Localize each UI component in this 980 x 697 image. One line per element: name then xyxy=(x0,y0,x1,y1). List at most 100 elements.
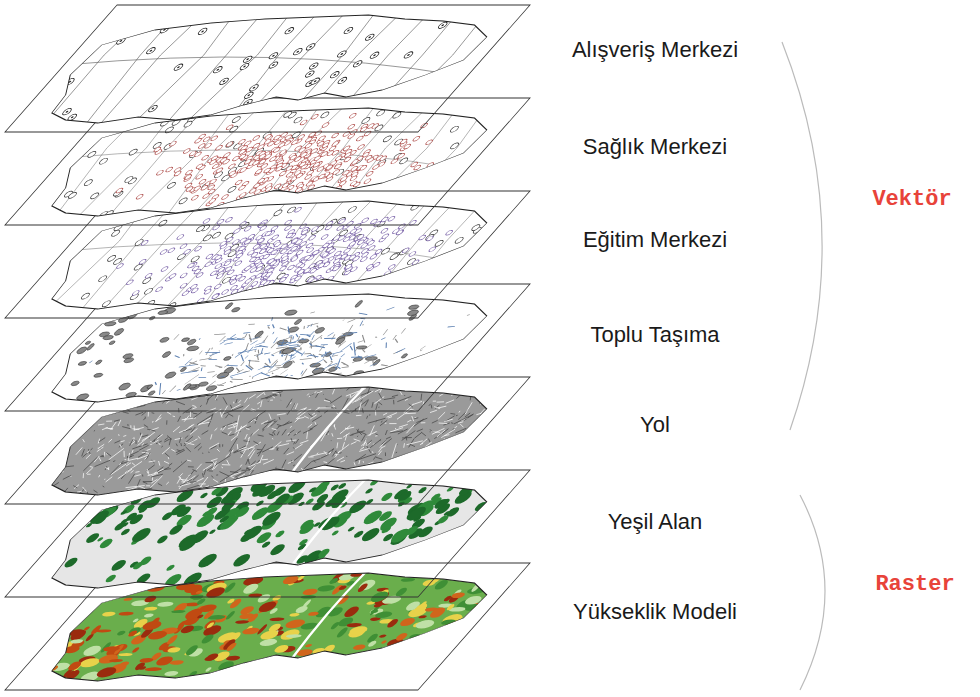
road-line xyxy=(124,459,126,460)
elevation-patch xyxy=(100,612,117,617)
elevation-patch xyxy=(351,645,367,650)
elevation-patch xyxy=(117,653,134,656)
road-line xyxy=(378,407,380,408)
facility-point xyxy=(89,193,100,199)
coastline xyxy=(28,201,506,309)
facility-point xyxy=(224,217,233,222)
transit-line xyxy=(362,324,363,325)
road-line xyxy=(240,426,246,429)
road-line xyxy=(191,469,199,471)
facility-point xyxy=(348,241,357,246)
green-patch xyxy=(127,514,146,524)
road-line xyxy=(84,494,91,502)
district-line xyxy=(263,191,381,318)
facility-point xyxy=(159,250,168,255)
elevation-patch xyxy=(165,635,180,644)
transit-line xyxy=(272,337,278,343)
transit-line xyxy=(214,333,225,335)
green-patch xyxy=(143,497,163,508)
road-line xyxy=(310,415,317,419)
road-line xyxy=(245,428,251,429)
green-patch xyxy=(174,506,194,517)
green-patch xyxy=(119,510,128,515)
transit-line xyxy=(330,334,336,339)
road-line xyxy=(270,400,273,401)
map-content xyxy=(28,294,506,402)
elevation-patch xyxy=(143,667,163,671)
road-line xyxy=(253,420,258,421)
facility-point xyxy=(319,112,330,118)
road-line xyxy=(175,477,183,484)
facility-point xyxy=(348,255,357,260)
road-line xyxy=(278,444,289,447)
facility-point xyxy=(336,217,347,223)
road-line xyxy=(129,458,138,460)
land xyxy=(28,573,506,681)
road-line xyxy=(176,437,184,443)
green-patch xyxy=(104,575,118,583)
road-line xyxy=(404,404,414,413)
facility-point xyxy=(387,265,396,270)
road-line xyxy=(340,425,350,433)
elevation-patch xyxy=(61,646,82,653)
road-line xyxy=(193,478,203,483)
facility-point xyxy=(226,186,237,192)
road-line xyxy=(193,475,199,480)
transit-line xyxy=(207,381,216,388)
transit-line xyxy=(243,371,250,372)
elevation-patch xyxy=(139,621,164,630)
road-line xyxy=(143,417,147,419)
facility-point xyxy=(305,243,314,248)
transit-area xyxy=(180,338,190,342)
facility-point xyxy=(223,250,232,255)
transit-line xyxy=(343,319,345,321)
road-line xyxy=(415,433,422,438)
road-line xyxy=(185,425,193,431)
road-line xyxy=(94,456,100,462)
transit-line xyxy=(174,334,179,340)
facility-point xyxy=(179,283,188,288)
road-line xyxy=(392,395,398,397)
transit-line xyxy=(205,352,218,353)
elevation-patch xyxy=(328,578,340,584)
facility-point xyxy=(360,249,369,254)
transit-line xyxy=(253,337,261,340)
elevation-patch xyxy=(399,578,416,582)
transit-line xyxy=(236,338,245,340)
road-line xyxy=(104,468,111,470)
facility-point xyxy=(243,266,252,271)
district-line xyxy=(318,98,439,225)
facility-point xyxy=(388,254,399,260)
road-line xyxy=(149,441,153,442)
road-line xyxy=(339,442,348,449)
road-line xyxy=(208,452,211,453)
facility-point xyxy=(166,182,177,188)
green-patch xyxy=(377,518,400,530)
road-line xyxy=(416,418,427,422)
elevation-patch xyxy=(197,604,220,612)
transit-line xyxy=(220,341,225,344)
facility-point xyxy=(224,141,235,147)
road-line xyxy=(250,465,256,471)
transit-area xyxy=(283,310,299,315)
facility-point xyxy=(353,223,362,228)
facility-point xyxy=(167,248,176,253)
road-line xyxy=(278,422,292,427)
facility-point xyxy=(270,250,279,255)
road-line xyxy=(276,431,281,435)
facility-point xyxy=(80,293,91,299)
transit-line xyxy=(338,341,346,348)
transit-line xyxy=(258,348,266,353)
road-line xyxy=(184,415,190,421)
facility-point xyxy=(216,219,225,224)
elevation-patch xyxy=(234,620,250,623)
road-line xyxy=(106,421,112,422)
road-line xyxy=(231,435,238,441)
transit-line xyxy=(319,345,326,352)
facility-point xyxy=(283,226,292,231)
transit-line xyxy=(264,353,270,354)
road-line xyxy=(86,468,93,474)
road-line xyxy=(380,420,387,425)
road-line xyxy=(179,479,190,480)
transit-line xyxy=(299,334,311,336)
